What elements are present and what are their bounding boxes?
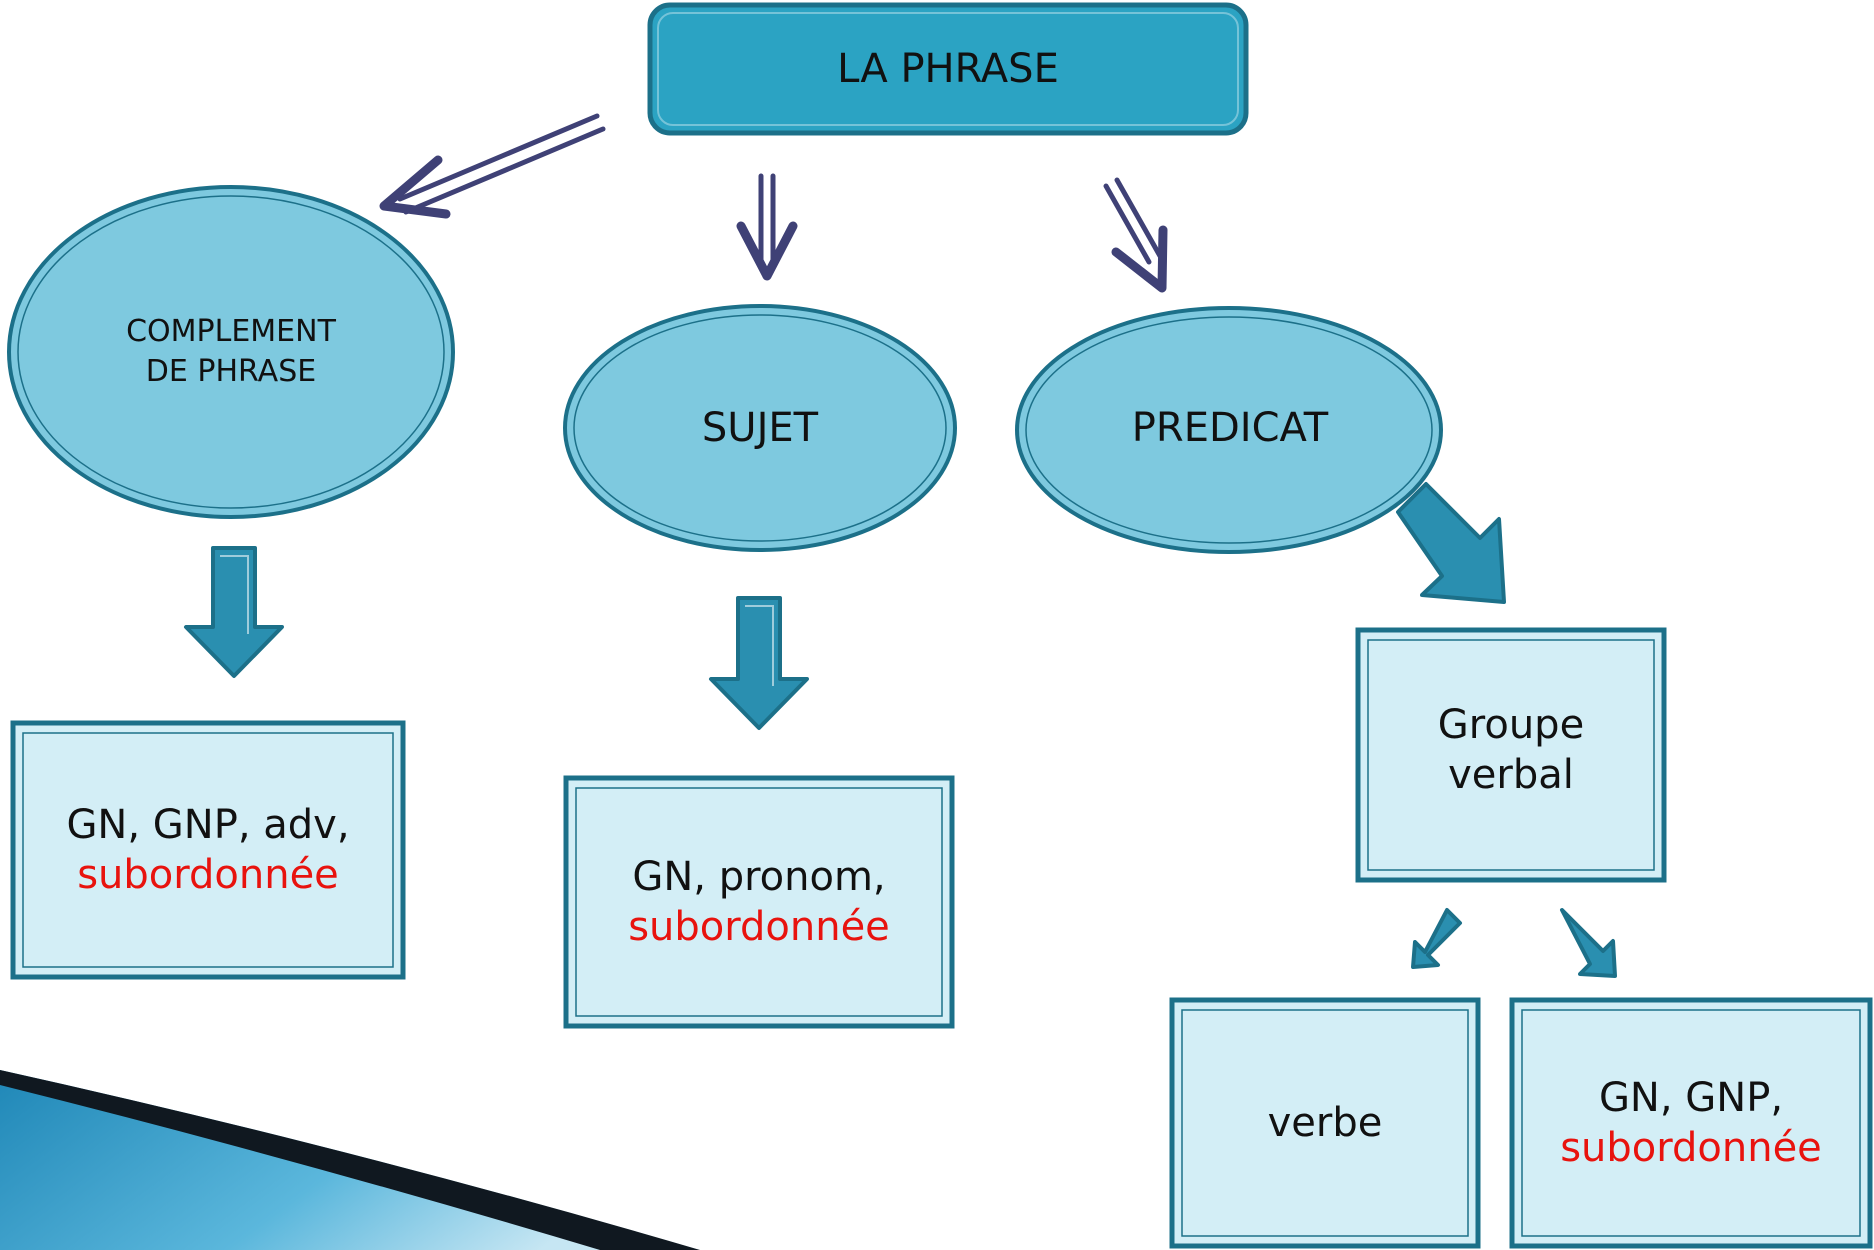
verbe-box-shape (1169, 997, 1481, 1249)
sujet-box-line2: subordonnée (628, 904, 890, 950)
corner-swoosh-decoration (0, 1070, 700, 1250)
sujet-ellipse-label: SUJET (701, 405, 819, 451)
groupe-verbal-box: Groupe verbal (1358, 630, 1664, 880)
predicat-ellipse-shape (1015, 306, 1443, 554)
predicat-ellipse: PREDICAT (1060, 398, 1400, 458)
gv-complement-box: GN, GNP, subordonnée (1512, 1000, 1870, 1246)
block-arrow-to-gv-complement (1560, 908, 1617, 978)
block-arrow-predicat-diagonal (1396, 482, 1506, 604)
arrow-to-predicat (1103, 177, 1168, 293)
verbe-box: verbe (1172, 1000, 1478, 1246)
block-arrow-to-verbe (1411, 908, 1462, 969)
groupe-verbal-line1: Groupe (1437, 702, 1585, 748)
gv-complement-box-shape (1509, 997, 1873, 1249)
complement-ellipse-line2: DE PHRASE (145, 354, 317, 389)
arrow-to-complement (379, 113, 606, 219)
complement-ellipse-line1: COMPLEMENT (126, 313, 336, 349)
complement-box: GN, GNP, adv, subordonnée (13, 723, 403, 977)
gv-complement-line1: GN, GNP, (1598, 1075, 1784, 1121)
block-arrow-sujet-down (709, 596, 809, 730)
groupe-verbal-line2: verbal (1448, 752, 1574, 798)
sujet-ellipse-shape (563, 304, 957, 552)
sujet-box-line1: GN, pronom, (632, 854, 886, 900)
groupe-verbal-box-shape (1355, 627, 1667, 883)
predicat-ellipse-label: PREDICAT (1131, 405, 1329, 451)
arrow-to-sujet (736, 173, 798, 281)
root-node: LA PHRASE (650, 5, 1246, 133)
root-node-shape (647, 2, 1249, 136)
sujet-box-shape (563, 775, 955, 1029)
gv-complement-line2: subordonnée (1560, 1125, 1822, 1171)
verbe-box-label: verbe (1267, 1100, 1383, 1146)
complement-box-shape (10, 720, 406, 980)
sujet-ellipse: SUJET (620, 398, 900, 458)
sujet-box: GN, pronom, subordonnée (566, 778, 952, 1026)
complement-ellipse: COMPLEMENT DE PHRASE (60, 290, 402, 414)
root-label: LA PHRASE (837, 46, 1059, 92)
block-arrow-complement-down (184, 546, 284, 678)
complement-box-line2: subordonnée (77, 852, 339, 898)
complement-box-line1: GN, GNP, adv, (66, 802, 350, 848)
complement-ellipse-shape (7, 185, 455, 519)
